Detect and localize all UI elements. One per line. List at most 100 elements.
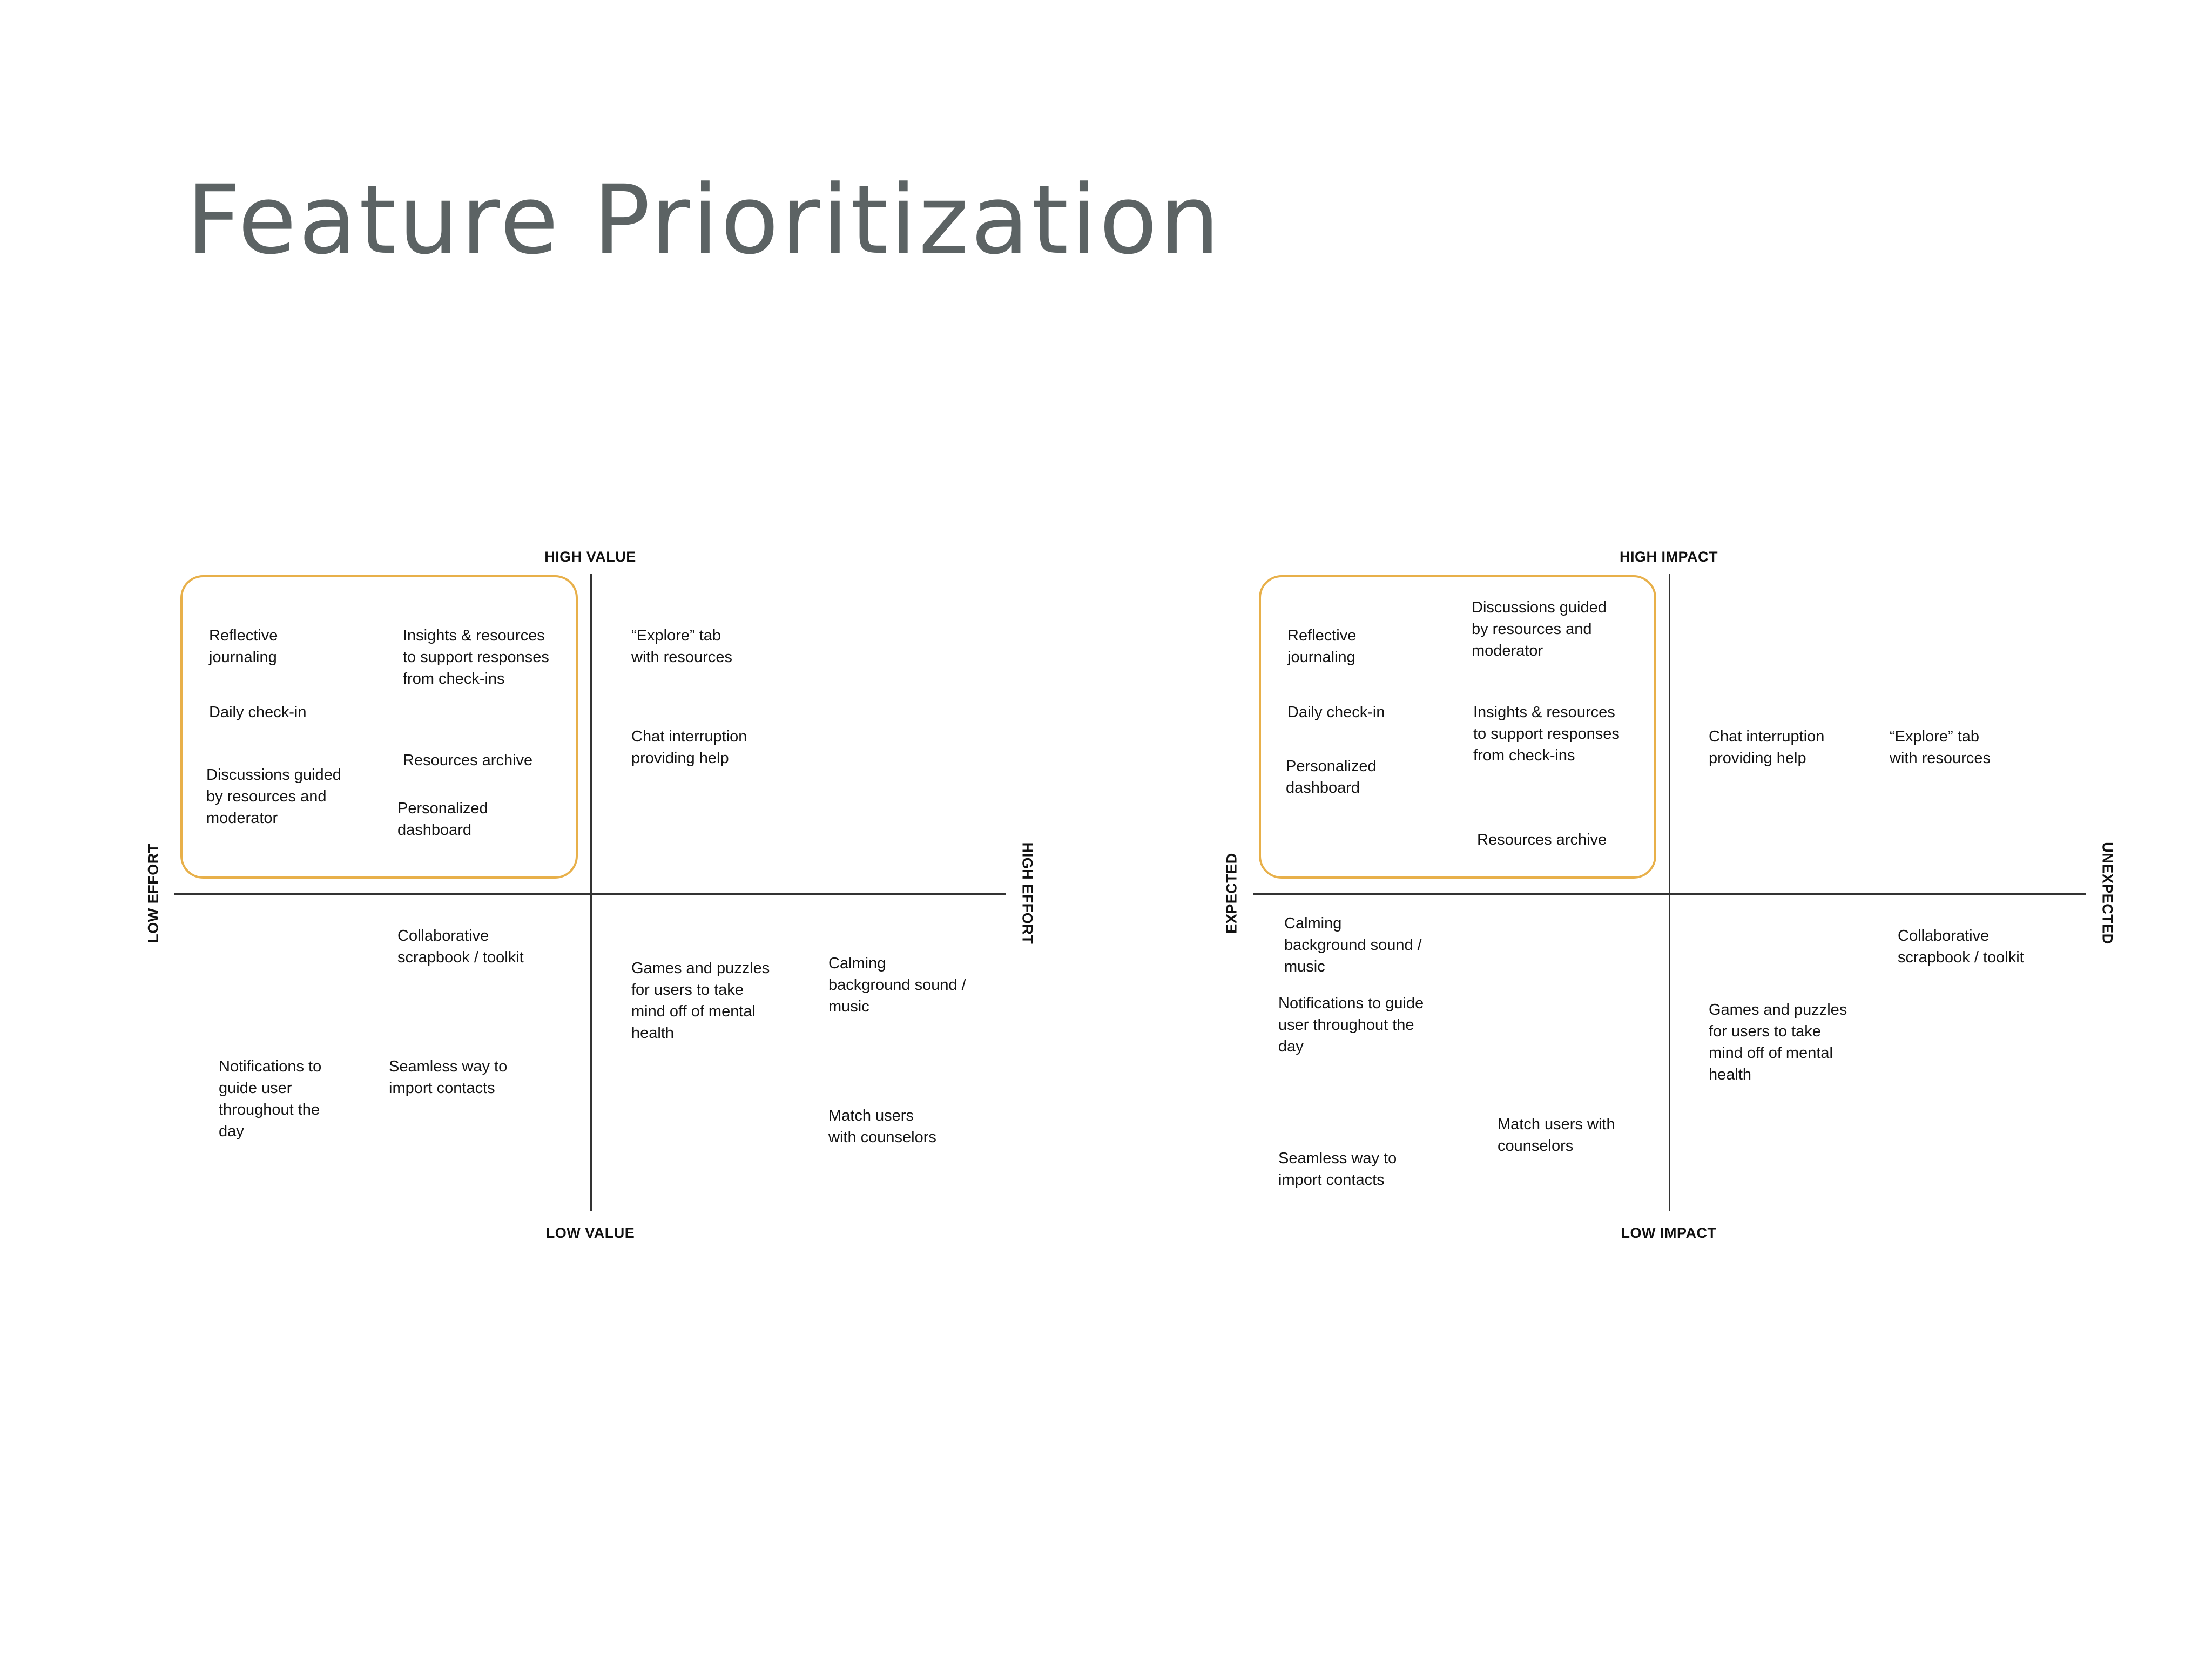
feature-item-line: dashboard [1286, 779, 1360, 797]
feature-item-line: Personalized [1286, 758, 1377, 775]
feature-item-line: Discussions guided [206, 766, 341, 784]
axis-label-left: LOW EFFORT [145, 844, 161, 943]
feature-item-line: Games and puzzles [631, 960, 770, 977]
feature-item: Resources archive [403, 750, 532, 771]
feature-item-line: “Explore” tab [1890, 728, 1980, 745]
axis-label-right: UNEXPECTED [2099, 842, 2116, 945]
axis-label-bottom: LOW VALUE [545, 1225, 635, 1241]
priority-highlight-box [180, 575, 578, 879]
feature-item-line: Resources archive [1477, 831, 1607, 848]
feature-item-line: Insights & resources [1473, 704, 1615, 721]
feature-item-line: for users to take [1709, 1023, 1821, 1040]
feature-item-line: mind off of mental [1709, 1044, 1833, 1062]
feature-item-line: health [631, 1024, 675, 1042]
feature-item-line: Insights & resources [403, 627, 545, 644]
feature-item-line: by resources and [206, 788, 327, 805]
feature-item: Collaborative scrapbook / toolkit [397, 925, 524, 968]
axis-label-bottom: LOW IMPACT [1621, 1225, 1717, 1241]
feature-item: Notifications to guide user throughout the… [219, 1056, 321, 1142]
feature-item-line: import contacts [1278, 1171, 1385, 1189]
feature-item-line: music [1284, 958, 1325, 975]
feature-item-line: Daily check-in [209, 704, 307, 721]
horizontal-axis-line [174, 893, 1006, 895]
feature-item: Calming background sound / music [828, 953, 966, 1017]
feature-item: Seamless way to import contacts [389, 1056, 507, 1099]
axis-label-left: EXPECTED [1223, 853, 1240, 934]
feature-item-line: Seamless way to [389, 1058, 508, 1075]
feature-item-line: scrapbook / toolkit [1898, 949, 2024, 966]
feature-item: Daily check-in [209, 702, 307, 723]
feature-item-line: to support responses [403, 649, 549, 666]
feature-item-line: Match users [828, 1107, 914, 1124]
feature-item-line: Collaborative [397, 927, 489, 945]
feature-item: Match users with counselors [828, 1105, 936, 1148]
feature-item-line: with resources [1890, 750, 1991, 767]
feature-item-line: background sound / [1284, 936, 1422, 954]
feature-item-line: Chat interruption [631, 728, 747, 745]
axis-label-top: HIGH VALUE [544, 549, 636, 565]
feature-item-line: guide user [219, 1080, 292, 1097]
feature-item: Resources archive [1477, 829, 1607, 851]
axis-label-top: HIGH IMPACT [1620, 549, 1718, 565]
feature-item-line: background sound / [828, 976, 966, 994]
feature-item-line: Discussions guided [1472, 599, 1607, 616]
vertical-axis-line [590, 574, 592, 1211]
feature-item: Daily check-in [1287, 702, 1385, 723]
feature-item: Collaborative scrapbook / toolkit [1898, 925, 2024, 968]
feature-item-line: day [1278, 1038, 1304, 1055]
feature-item-line: Reflective [1287, 627, 1357, 644]
feature-item-line: Personalized [397, 800, 488, 817]
feature-item: “Explore” tab with resources [631, 625, 732, 668]
feature-item-line: health [1709, 1066, 1752, 1083]
feature-item-line: Notifications to guide [1278, 995, 1424, 1012]
priority-highlight-box [1259, 575, 1656, 879]
feature-item-line: import contacts [389, 1080, 495, 1097]
feature-item-line: Reflective [209, 627, 278, 644]
feature-item: Reflective journaling [1287, 625, 1356, 668]
feature-item-line: Calming [1284, 915, 1342, 932]
feature-item: Reflective journaling [209, 625, 278, 668]
feature-item: Chat interruption providing help [1709, 726, 1824, 769]
feature-item-line: Match users with [1498, 1116, 1615, 1133]
feature-item: Insights & resources to support responses… [403, 625, 549, 690]
feature-item-line: Daily check-in [1287, 704, 1385, 721]
feature-item-line: Games and puzzles [1709, 1001, 1847, 1019]
feature-item: Match users with counselors [1498, 1114, 1615, 1157]
feature-item-line: scrapbook / toolkit [397, 949, 524, 966]
feature-item-line: moderator [1472, 642, 1543, 659]
feature-item-line: Resources archive [403, 752, 533, 769]
axis-label-right: HIGH EFFORT [1019, 842, 1036, 945]
feature-item-line: “Explore” tab [631, 627, 721, 644]
feature-item-line: providing help [1709, 750, 1806, 767]
feature-item: Games and puzzles for users to take mind o… [631, 957, 770, 1044]
feature-item-line: journaling [1287, 649, 1355, 666]
feature-item-line: Calming [828, 955, 886, 972]
feature-item-line: music [828, 998, 869, 1015]
page-title: Feature Prioritization [186, 165, 1222, 275]
feature-item-line: from check-ins [1473, 747, 1575, 764]
feature-item-line: with counselors [828, 1129, 936, 1146]
feature-item-line: providing help [631, 750, 729, 767]
feature-item: Calming background sound / music [1284, 913, 1422, 977]
feature-item-line: with resources [631, 649, 732, 666]
feature-item-line: Collaborative [1898, 927, 1990, 945]
feature-item-line: for users to take [631, 981, 744, 999]
feature-item: Insights & resources to support responses… [1473, 702, 1620, 766]
feature-item: “Explore” tab with resources [1890, 726, 1991, 769]
feature-item-line: throughout the [219, 1101, 320, 1118]
feature-item-line: dashboard [397, 821, 472, 839]
feature-item-line: day [219, 1123, 244, 1140]
feature-item-line: counselors [1498, 1137, 1574, 1155]
feature-item-line: journaling [209, 649, 277, 666]
feature-item-line: mind off of mental [631, 1003, 756, 1020]
feature-item-line: Chat interruption [1709, 728, 1825, 745]
vertical-axis-line [1669, 574, 1670, 1211]
feature-item: Chat interruption providing help [631, 726, 747, 769]
feature-item-line: Notifications to [219, 1058, 322, 1075]
feature-item-line: to support responses [1473, 725, 1620, 743]
feature-item-line: from check-ins [403, 670, 505, 687]
